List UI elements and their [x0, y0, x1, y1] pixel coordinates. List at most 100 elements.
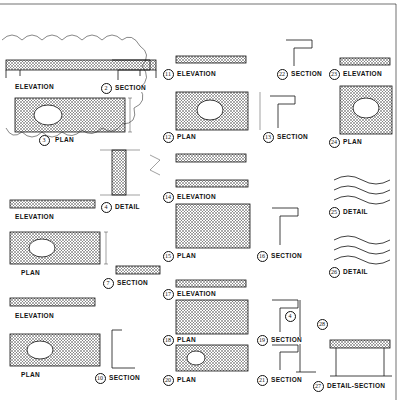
view-title: DETAIL-SECTION: [326, 383, 386, 390]
view-title: PLAN: [176, 337, 197, 344]
callout-circle: 4: [285, 311, 296, 322]
sink: [34, 105, 62, 125]
counter-plan: [176, 300, 248, 334]
callout-number: 22: [279, 71, 285, 77]
callout-circle: 17: [163, 289, 174, 300]
callout-number: 23: [331, 71, 337, 77]
section-profile: [286, 40, 312, 66]
revision-cloud: [2, 35, 147, 137]
callout-number: 7: [107, 280, 110, 286]
dimension-line: [104, 232, 108, 264]
callout-circle: 18: [163, 335, 174, 346]
counter-plan: [176, 204, 250, 248]
sink: [187, 351, 205, 365]
callout-number: 14: [165, 194, 171, 200]
callout-number: 2: [105, 85, 108, 91]
section-profile: [272, 345, 298, 370]
break-line: [150, 155, 160, 175]
callout-circle: 28: [317, 319, 328, 330]
detail-strips: [334, 236, 390, 264]
callout-circle: 2: [101, 83, 112, 94]
view-title: ELEVATION: [176, 194, 217, 201]
callout-number: 28: [319, 321, 325, 327]
counter-plan: [340, 86, 392, 134]
detail-post: [112, 150, 126, 195]
view-title: PLAN: [176, 253, 197, 260]
callout-circle: 20: [163, 375, 174, 386]
section-profile: [296, 300, 316, 372]
callout-circle: 19: [257, 335, 268, 346]
section-profile: [112, 330, 135, 368]
detail-slab: [330, 340, 390, 348]
callout-number: 12: [165, 134, 171, 140]
callout-circle: 21: [257, 375, 268, 386]
view-title: SECTION: [108, 375, 141, 382]
callout-number: 26: [331, 269, 337, 275]
counter-plan: [176, 92, 248, 130]
callout-circle: 24: [329, 137, 340, 148]
support-lines: [6, 70, 156, 78]
callout-circle: 27: [313, 381, 324, 392]
section-profile: [272, 300, 298, 332]
callout-number: 10: [97, 375, 103, 381]
callout-number: 25: [331, 209, 337, 215]
callout-circle: 22: [277, 69, 288, 80]
callout-number: 3: [43, 137, 46, 143]
callout-number: 18: [165, 337, 171, 343]
view-title: ELEVATION: [176, 71, 217, 78]
dimension-line: [128, 98, 132, 132]
view-title: ELEVATION: [14, 214, 55, 221]
callout-circle: 12: [163, 132, 174, 143]
callout-circle: 25: [329, 207, 340, 218]
counter-plan: [176, 345, 248, 371]
view-title: DETAIL: [342, 209, 369, 216]
view-title: SECTION: [270, 377, 303, 384]
view-title: PLAN: [20, 270, 41, 277]
callout-number: 17: [165, 291, 171, 297]
counter-plan: [10, 232, 100, 264]
callout-circle: 4: [101, 202, 112, 213]
callout-number: 16: [259, 253, 265, 259]
view-title: DETAIL: [114, 204, 141, 211]
view-title: ELEVATION: [14, 84, 55, 91]
view-title: SECTION: [116, 280, 149, 287]
detail-profile: [330, 348, 392, 376]
section-profile: [272, 208, 298, 245]
counter-elevation: [340, 58, 390, 65]
view-title: ELEVATION: [14, 313, 55, 320]
callout-number: 21: [259, 377, 265, 383]
callout-circle: 10: [95, 373, 106, 384]
callout-circle: 15: [163, 251, 174, 262]
counter-plan: [10, 334, 100, 366]
view-title: PLAN: [176, 377, 197, 384]
counter-elevation: [6, 60, 156, 70]
callout-circle: 14: [163, 192, 174, 203]
view-title: SECTION: [270, 337, 303, 344]
detail-strips: [334, 176, 390, 204]
sheet-border: [0, 4, 396, 400]
callout-circle: 11: [163, 69, 174, 80]
callout-circle: 16: [257, 251, 268, 262]
view-title: DETAIL: [342, 269, 369, 276]
view-title: SECTION: [270, 253, 303, 260]
callout-number: 19: [259, 337, 265, 343]
counter-elevation: [176, 280, 246, 287]
view-title: SECTION: [276, 134, 309, 141]
callout-circle: 3: [39, 135, 50, 146]
detail-lines: [100, 150, 140, 195]
callout-circle: 7: [103, 278, 114, 289]
view-title: PLAN: [20, 372, 41, 379]
section-profile: [270, 96, 295, 128]
view-title: PLAN: [342, 139, 363, 146]
counter-elevation: [176, 180, 248, 187]
sink: [27, 341, 53, 359]
dimension-line: [260, 92, 261, 130]
callout-circle: 13: [263, 132, 274, 143]
counter-plan: [15, 98, 125, 132]
callout-number: 20: [165, 377, 171, 383]
callout-number: 24: [331, 139, 337, 145]
callout-number: 13: [265, 134, 271, 140]
section-profile: [112, 60, 150, 80]
view-title: PLAN: [54, 137, 75, 144]
callout-number: 27: [315, 383, 321, 389]
